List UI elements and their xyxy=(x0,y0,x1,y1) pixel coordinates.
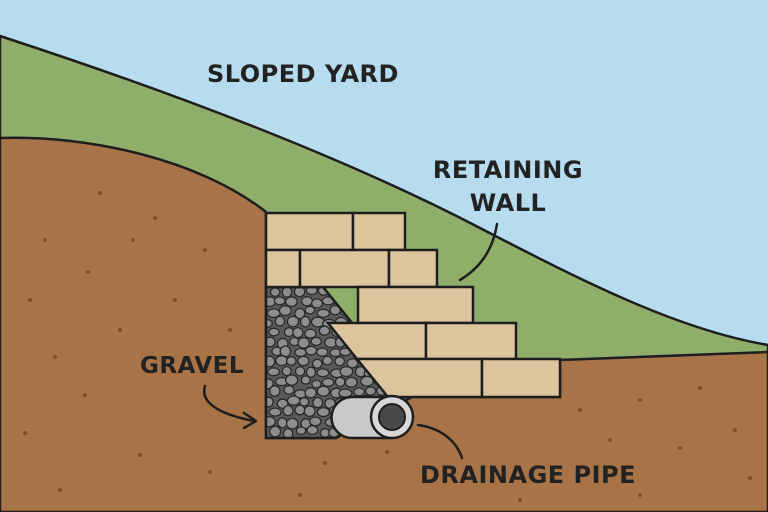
gravel-stone xyxy=(346,358,359,369)
label-retaining-wall-line1: RETAINING xyxy=(433,156,583,184)
gravel-stone xyxy=(294,307,306,320)
gravel-stone xyxy=(334,376,346,388)
gravel-stone xyxy=(286,395,301,406)
gravel-stone xyxy=(316,385,331,397)
gravel-stone xyxy=(304,345,318,356)
gravel-stone xyxy=(275,355,289,367)
gravel-stone xyxy=(285,417,299,430)
gravel-stone xyxy=(295,426,307,436)
gravel-stone xyxy=(266,336,276,348)
gravel-stone xyxy=(364,386,377,396)
gravel-stone xyxy=(298,397,310,407)
gravel-stone xyxy=(304,328,317,339)
gravel-stone xyxy=(266,318,273,329)
gravel-stone xyxy=(281,365,292,377)
soil-speckles xyxy=(23,191,752,502)
gravel-stone xyxy=(303,405,316,418)
gravel-arrow-icon xyxy=(202,384,258,430)
gravel-stone xyxy=(269,385,281,397)
gravel-stone xyxy=(300,296,314,307)
gravel-stone xyxy=(353,387,366,397)
gravel-stone xyxy=(285,374,299,386)
gravel-stone xyxy=(339,365,354,378)
gravel-stone xyxy=(283,385,295,395)
gravel-stone xyxy=(277,417,288,429)
gravel-stone xyxy=(311,358,323,369)
gravel-stone xyxy=(273,296,286,306)
gravel-stone xyxy=(316,368,330,378)
gravel-stone xyxy=(282,404,294,417)
gravel-stone xyxy=(278,305,292,317)
gravel-stone xyxy=(316,308,331,318)
gravel-stone xyxy=(318,325,331,336)
gravel-stone xyxy=(297,355,310,367)
gravel-stone xyxy=(294,347,307,358)
gravel-stone xyxy=(304,387,317,399)
gravel-stone xyxy=(311,379,322,389)
gravel-stone xyxy=(292,326,304,339)
gravel-stone xyxy=(283,327,295,338)
gravel-stone xyxy=(268,327,280,337)
gravel-stone xyxy=(321,377,335,387)
drainage-pipe-pointer xyxy=(416,423,464,460)
drainage-pipe xyxy=(330,394,415,440)
gravel-stone xyxy=(305,366,317,378)
gravel-stone xyxy=(293,287,306,298)
retaining-wall-pointer xyxy=(458,222,499,282)
label-retaining-wall-line2: WALL xyxy=(470,189,547,217)
gravel-stone xyxy=(286,315,300,328)
gravel-stone xyxy=(315,347,329,357)
gravel-stone xyxy=(269,287,281,298)
label-drainage-pipe: DRAINAGE PIPE xyxy=(420,461,636,489)
gravel-stone xyxy=(281,287,293,298)
gravel-stone xyxy=(312,396,324,409)
gravel-stone xyxy=(282,427,294,438)
gravel-stone xyxy=(334,356,346,367)
gravel-stone xyxy=(310,298,324,309)
gravel-stone xyxy=(268,407,282,417)
gravel-stone xyxy=(308,416,322,427)
gravel-stone xyxy=(310,316,325,328)
retaining-wall-blocks xyxy=(264,211,562,399)
gravel-stone xyxy=(304,305,316,315)
gravel-stone xyxy=(322,355,333,366)
gravel-stone xyxy=(284,296,298,308)
gravel-stone xyxy=(274,315,286,327)
label-sloped-yard: SLOPED YARD xyxy=(207,60,399,88)
gravel-stone xyxy=(285,356,297,366)
gravel-stone xyxy=(294,404,306,416)
gravel-stone xyxy=(306,425,319,436)
gravel-stone xyxy=(310,336,323,347)
gravel-stone xyxy=(269,425,282,438)
gravel-stone xyxy=(300,375,311,385)
label-gravel: GRAVEL xyxy=(140,353,244,379)
gravel-stone xyxy=(297,336,311,349)
gravel-stone xyxy=(316,407,331,418)
gravel-stone xyxy=(266,378,274,390)
gravel-stone xyxy=(299,315,311,328)
gravel-stone xyxy=(266,367,281,377)
gravel-stone xyxy=(294,366,306,377)
gravel-stone xyxy=(344,376,358,388)
